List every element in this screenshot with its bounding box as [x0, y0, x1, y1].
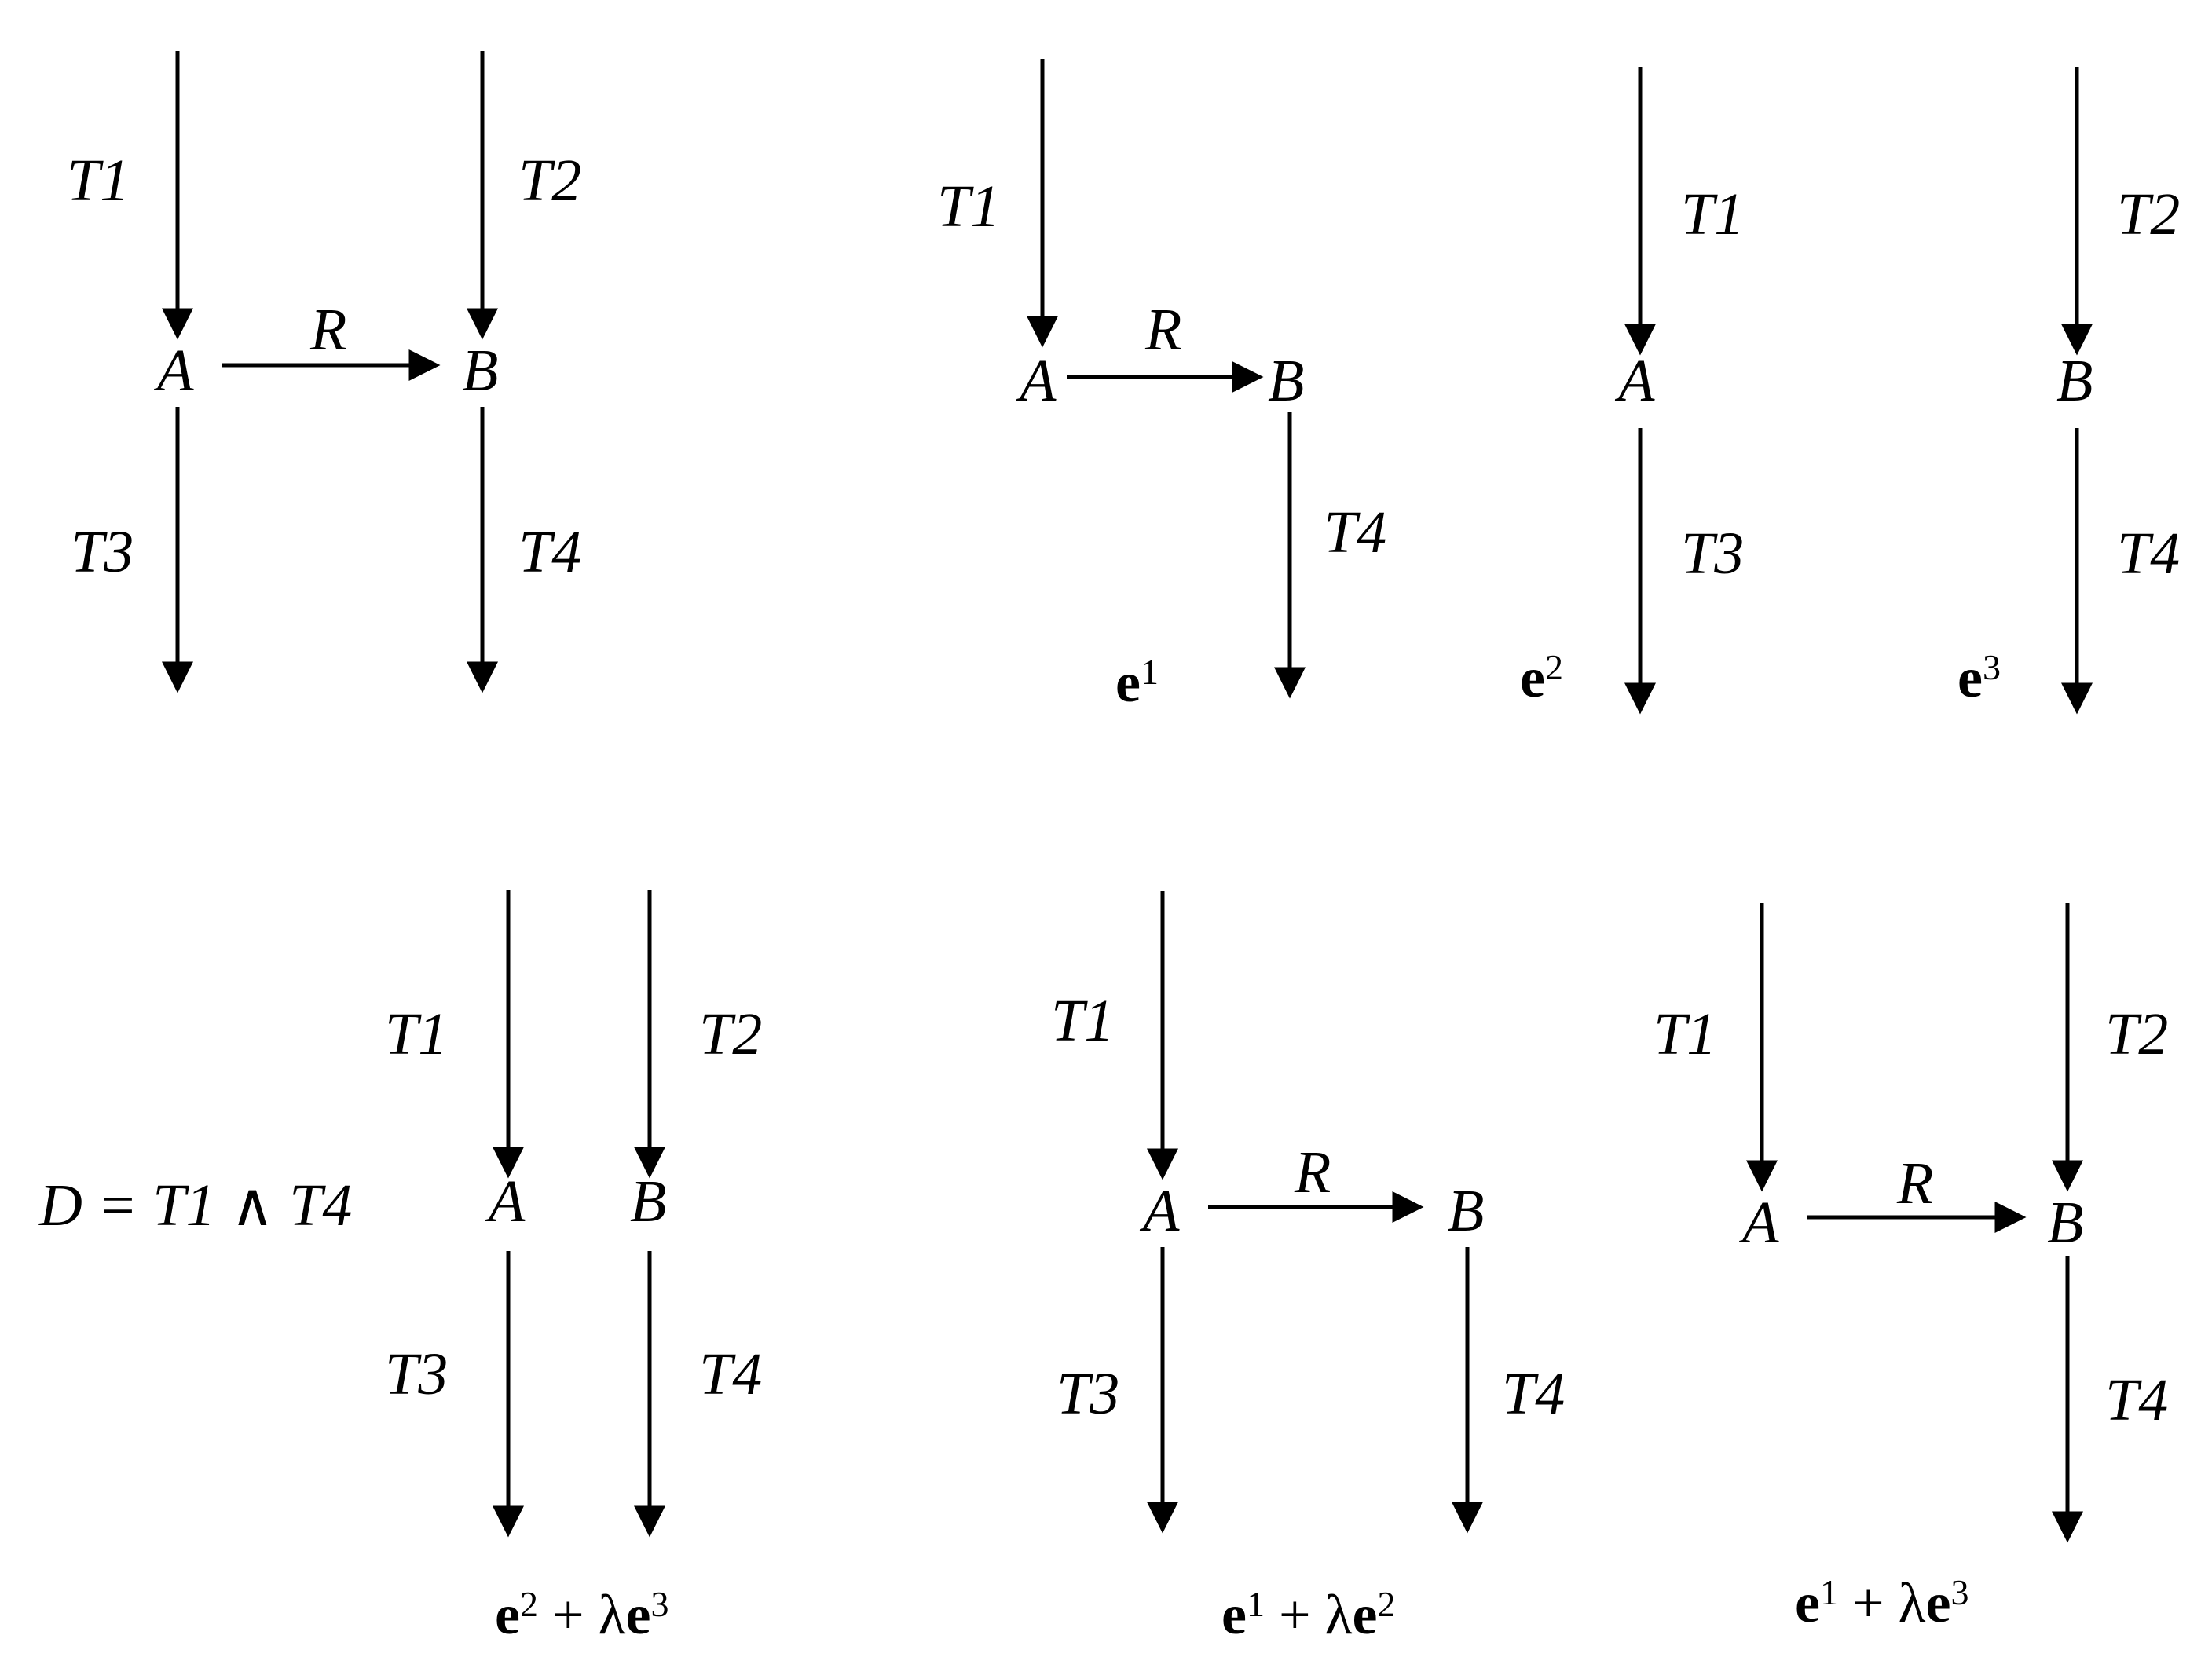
label-t1: T1	[1051, 988, 1114, 1054]
label-t4: T4	[1502, 1361, 1565, 1427]
combo-label: e1 + λe3	[1795, 1571, 1968, 1634]
label-t3: T3	[71, 519, 134, 585]
node-a: A	[1139, 1178, 1180, 1244]
label-t1: T1	[67, 148, 130, 214]
label-t2: T2	[699, 1001, 762, 1067]
label-t1: T1	[385, 1001, 448, 1067]
label-t3: T3	[385, 1341, 448, 1407]
label-t2: T2	[518, 148, 581, 214]
label-t1: T1	[937, 174, 1000, 240]
node-a: A	[153, 338, 194, 404]
diagram-7: T1 T2 R T4 A B e1 + λe3	[1654, 903, 2168, 1634]
diagram-3: T1 T3 A e2	[1520, 67, 1744, 715]
node-b: B	[2056, 348, 2093, 414]
diagram-5: D = T1 ∧ T4 T1 T2 T3 T4 A B e2 + λe3	[38, 890, 762, 1646]
label-t3: T3	[1057, 1361, 1119, 1427]
label-r: R	[1144, 297, 1181, 363]
label-t4: T4	[699, 1341, 762, 1407]
node-b: B	[1268, 348, 1304, 414]
node-a: A	[1016, 348, 1057, 414]
node-a: A	[1614, 348, 1655, 414]
combo-label: e2 + λe3	[495, 1583, 668, 1646]
node-b: B	[2047, 1190, 2083, 1256]
label-r: R	[1294, 1139, 1331, 1205]
equation: D = T1 ∧ T4	[38, 1172, 352, 1238]
node-b: B	[1448, 1178, 1484, 1244]
node-b: B	[462, 338, 498, 404]
label-r: R	[309, 297, 346, 363]
combo-label: e1 + λe2	[1221, 1583, 1395, 1646]
label-t4: T4	[518, 519, 581, 585]
label-t3: T3	[1681, 521, 1744, 587]
vector-label: e2	[1520, 646, 1563, 709]
diagram-6: T1 R T3 T4 A B e1 + λe2	[1051, 891, 1565, 1646]
diagram-1: T1 T2 T3 T4 R A B	[67, 51, 581, 693]
label-t1: T1	[1681, 181, 1744, 247]
label-t4: T4	[1324, 499, 1386, 565]
label-t2: T2	[2105, 1001, 2168, 1067]
label-t4: T4	[2117, 521, 2180, 587]
vector-label: e1	[1115, 651, 1159, 714]
label-t2: T2	[2117, 181, 2180, 247]
label-t1: T1	[1654, 1001, 1716, 1067]
node-b: B	[630, 1169, 666, 1235]
diagram-4: T2 T4 B e3	[1957, 67, 2180, 715]
vector-label: e3	[1957, 646, 2001, 709]
node-a: A	[1738, 1190, 1779, 1256]
node-a: A	[485, 1169, 526, 1235]
label-t4: T4	[2105, 1367, 2168, 1433]
diagram-2: T1 R T4 A B e1	[937, 59, 1386, 714]
label-r: R	[1896, 1150, 1933, 1216]
